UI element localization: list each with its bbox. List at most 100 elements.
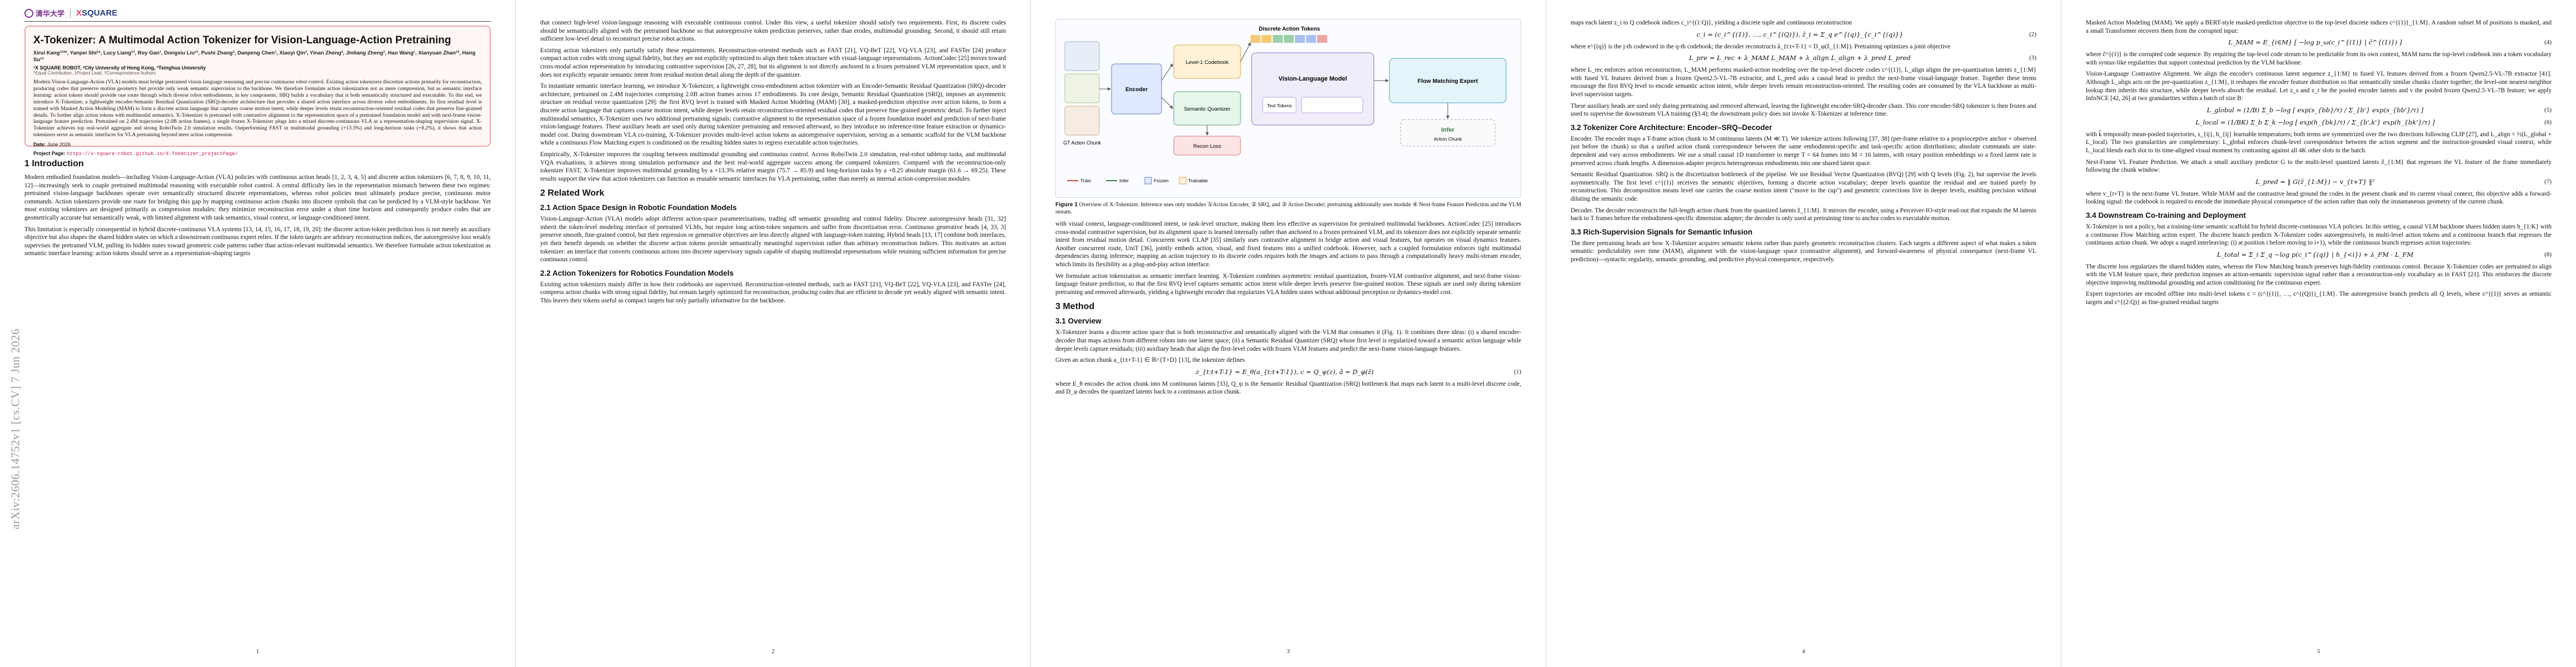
page-4: maps each latent z_i to Q codebook indic… bbox=[1546, 0, 2061, 667]
page-3: GT Action Chunk Encoder Level-1 Codebook… bbox=[1030, 0, 1546, 667]
project-line: Project Page: https://x-square-robot.git… bbox=[33, 151, 482, 157]
equation: c_i = (c_i^{(1)}, …, c_i^{(Q)}), ẑ_i = Σ… bbox=[1571, 31, 2036, 38]
paragraph: Vision-Language Contrastive Alignment. W… bbox=[2086, 71, 2552, 102]
subsection-heading: 3.4 Downstream Co-training and Deploymen… bbox=[2086, 211, 2246, 220]
action-token bbox=[1284, 35, 1294, 43]
paragraph: The three pretraining heads are how X-To… bbox=[1571, 240, 2036, 263]
action-token bbox=[1317, 35, 1327, 43]
paper-title: X-Tokenizer: A Multimodal Action Tokeniz… bbox=[33, 34, 451, 46]
legend-item: Train bbox=[1080, 178, 1091, 183]
text-tokens-label: Text Tokens bbox=[1267, 103, 1292, 108]
page-number: 5 bbox=[2317, 648, 2320, 655]
page-3-body: GT Action Chunk Encoder Level-1 Codebook… bbox=[1055, 19, 1521, 639]
university-logo: 清华大学 bbox=[24, 8, 64, 18]
paragraph: Existing action tokenizers only partiall… bbox=[540, 47, 1006, 78]
equation: z_{t:t+T-1} = E_θ(a_{t:t+T-1}), c = Q_ψ(… bbox=[1055, 368, 1521, 376]
paragraph: with visual context, language-conditione… bbox=[1055, 221, 1521, 268]
paragraph: These auxiliary heads are used only duri… bbox=[1571, 102, 2036, 118]
subsection-heading: 2.1 Action Space Design in Robotic Found… bbox=[540, 203, 737, 212]
page-5: Masked Action Modeling (MAM). We apply a… bbox=[2061, 0, 2576, 667]
equation-body: z_{t:t+T-1} = E_θ(a_{t:t+T-1}), c = Q_ψ(… bbox=[1195, 367, 1374, 376]
action-token bbox=[1295, 35, 1305, 43]
affiliations: ¹X SQUARE ROBOT, ²City University of Hon… bbox=[33, 65, 206, 71]
recon-loss-label: Recon Loss bbox=[1193, 143, 1221, 150]
paragraph: Masked Action Modeling (MAM). We apply a… bbox=[2086, 19, 2552, 34]
vlm-block bbox=[1251, 52, 1374, 126]
equation-body: L_total = Σ_i Σ_q −log p(c_i^{(q)} | h_{… bbox=[2216, 250, 2414, 258]
affiliation-note: *Equal Contribution, ‡Project Lead, †Cor… bbox=[33, 71, 156, 76]
codebook-label: Level-1 Codebook bbox=[1185, 59, 1228, 66]
arrow bbox=[1161, 63, 1173, 81]
equation-number: (2) bbox=[2029, 31, 2036, 38]
paragraph: with k̂ temporally mean-pooled trajector… bbox=[2086, 131, 2552, 154]
equation-number: (1) bbox=[1514, 368, 1521, 375]
arxiv-stamp-rail: arXiv:2606.14752v1 [cs.CV] 7 Jun 2026 bbox=[4, 145, 22, 534]
paragraph: where E_θ encodes the action chunk into … bbox=[1055, 380, 1521, 396]
section-heading: 1 Introduction bbox=[24, 159, 84, 168]
robot-thumb-3 bbox=[1064, 106, 1100, 136]
caption-text: Overview of X-Tokenizer. Inference uses … bbox=[1055, 202, 1521, 215]
legend-item: Frozen bbox=[1154, 178, 1169, 183]
subsection-heading: 3.3 Rich-Supervision Signals for Semanti… bbox=[1571, 227, 1753, 236]
paragraph: We formulate action tokenization as sema… bbox=[1055, 272, 1521, 296]
action-token bbox=[1262, 35, 1272, 43]
page-number: 2 bbox=[771, 648, 775, 655]
project-page-link[interactable]: https://x-square-robot.github.io/X-Token… bbox=[67, 151, 238, 157]
text-tokens-block bbox=[1262, 97, 1297, 113]
image-tokens-block bbox=[1301, 97, 1363, 113]
company-logo-text: SQUARE bbox=[82, 8, 118, 18]
equation: L_MAM = E_{i∈M} [ −log p_ω(c_i^{(1)} | c… bbox=[2086, 38, 2552, 46]
paragraph: Decoder. The decoder reconstructs the fu… bbox=[1571, 207, 2036, 222]
discrete-tokens-label: Discrete Action Tokens bbox=[1259, 26, 1320, 32]
subsection-heading: 3.2 Tokenizer Core Architecture: Encoder… bbox=[1571, 123, 1772, 132]
equation-body: L_global = (1/B) Σ_b −log [ exp(s_{bb}/τ… bbox=[2206, 106, 2424, 114]
paragraph: Encoder. The encoder maps a T-frame acti… bbox=[1571, 135, 2036, 167]
equation-number: (8) bbox=[2544, 251, 2552, 258]
equation: L_local = (1/BK) Σ_b Σ_k −log [ exp(h_{b… bbox=[2086, 118, 2552, 126]
page-4-body: maps each latent z_i to Q codebook indic… bbox=[1571, 19, 2036, 639]
infer-label: Infer bbox=[1441, 127, 1455, 133]
date-value: June 2026 bbox=[47, 142, 71, 148]
equation-body: L_local = (1/BK) Σ_b Σ_k −log [ exp(h_{b… bbox=[2195, 118, 2435, 126]
legend-item: Infer bbox=[1119, 178, 1129, 183]
flow-matching-label: Flow Matching Expert bbox=[1418, 78, 1478, 84]
legend-trainable-swatch bbox=[1179, 177, 1187, 185]
university-logo-text: 清华大学 bbox=[36, 9, 65, 18]
page-1: arXiv:2606.14752v1 [cs.CV] 7 Jun 2026 清华… bbox=[0, 0, 515, 667]
section-heading: 3 Method bbox=[1055, 302, 1095, 312]
paragraph: Existing action tokenizers mainly differ… bbox=[540, 281, 1006, 305]
legend-frozen-swatch bbox=[1144, 177, 1152, 185]
author-list: Xirui Kang¹²³*, Yanpei Shi¹*, Lucy Liang… bbox=[33, 50, 476, 63]
gt-action-label: GT Action Chunk bbox=[1063, 140, 1101, 146]
page-2-body: that connect high-level vision-language … bbox=[540, 19, 1006, 639]
action-chunk-label: Action Chunk bbox=[1434, 136, 1462, 142]
figure-legend: Train Infer Frozen Trainable bbox=[1067, 177, 1208, 185]
arrow bbox=[1161, 97, 1173, 109]
arxiv-stamp: arXiv:2606.14752v1 [cs.CV] 7 Jun 2026 bbox=[8, 328, 22, 530]
header-rule bbox=[24, 21, 491, 22]
page-2: that connect high-level vision-language … bbox=[515, 0, 1030, 667]
equation: L_total = Σ_i Σ_q −log p(c_i^{(q)} | h_{… bbox=[2086, 251, 2552, 258]
equation-body: L_pred = ‖ G(ẑ_{1:M}) − v_{t+T} ‖² bbox=[2255, 177, 2375, 186]
logo-divider bbox=[70, 8, 71, 18]
equation: L_pre = L_rec + λ_MAM L_MAM + λ_align L_… bbox=[1571, 54, 2036, 62]
equation-number: (4) bbox=[2544, 39, 2552, 46]
abstract: Modern Vision-Language-Action (VLA) mode… bbox=[33, 79, 482, 138]
paragraph: Next-Frame VL Feature Prediction. We att… bbox=[2086, 158, 2552, 174]
paragraph: where c̃^{(1)} is the corrupted code seq… bbox=[2086, 51, 2552, 66]
date-line: Date: June 2026 bbox=[33, 142, 482, 147]
subsection-heading: 3.1 Overview bbox=[1055, 317, 1102, 326]
semantic-quantizer-label: Semantic Quantizer bbox=[1184, 106, 1230, 112]
title-box: X-Tokenizer: A Multimodal Action Tokeniz… bbox=[24, 26, 491, 157]
project-label: Project Page: bbox=[33, 151, 66, 157]
page-5-body: Masked Action Modeling (MAM). We apply a… bbox=[2086, 19, 2552, 639]
encoder-label: Encoder bbox=[1125, 87, 1148, 93]
paragraph: The discrete loss regularizes the shared… bbox=[2086, 263, 2552, 286]
equation: L_pred = ‖ G(ẑ_{1:M}) − v_{t+T} ‖²(7) bbox=[2086, 178, 2552, 186]
paragraph: Vision-Language-Action (VLA) models adop… bbox=[540, 216, 1006, 263]
vlm-label: Vision-Language Model bbox=[1278, 76, 1347, 82]
token-row bbox=[1250, 35, 1327, 43]
recon-loss-block bbox=[1173, 136, 1241, 156]
paragraph: where v_{t+T} is the next-frame VL featu… bbox=[2086, 190, 2552, 206]
page-number: 3 bbox=[1287, 648, 1290, 655]
